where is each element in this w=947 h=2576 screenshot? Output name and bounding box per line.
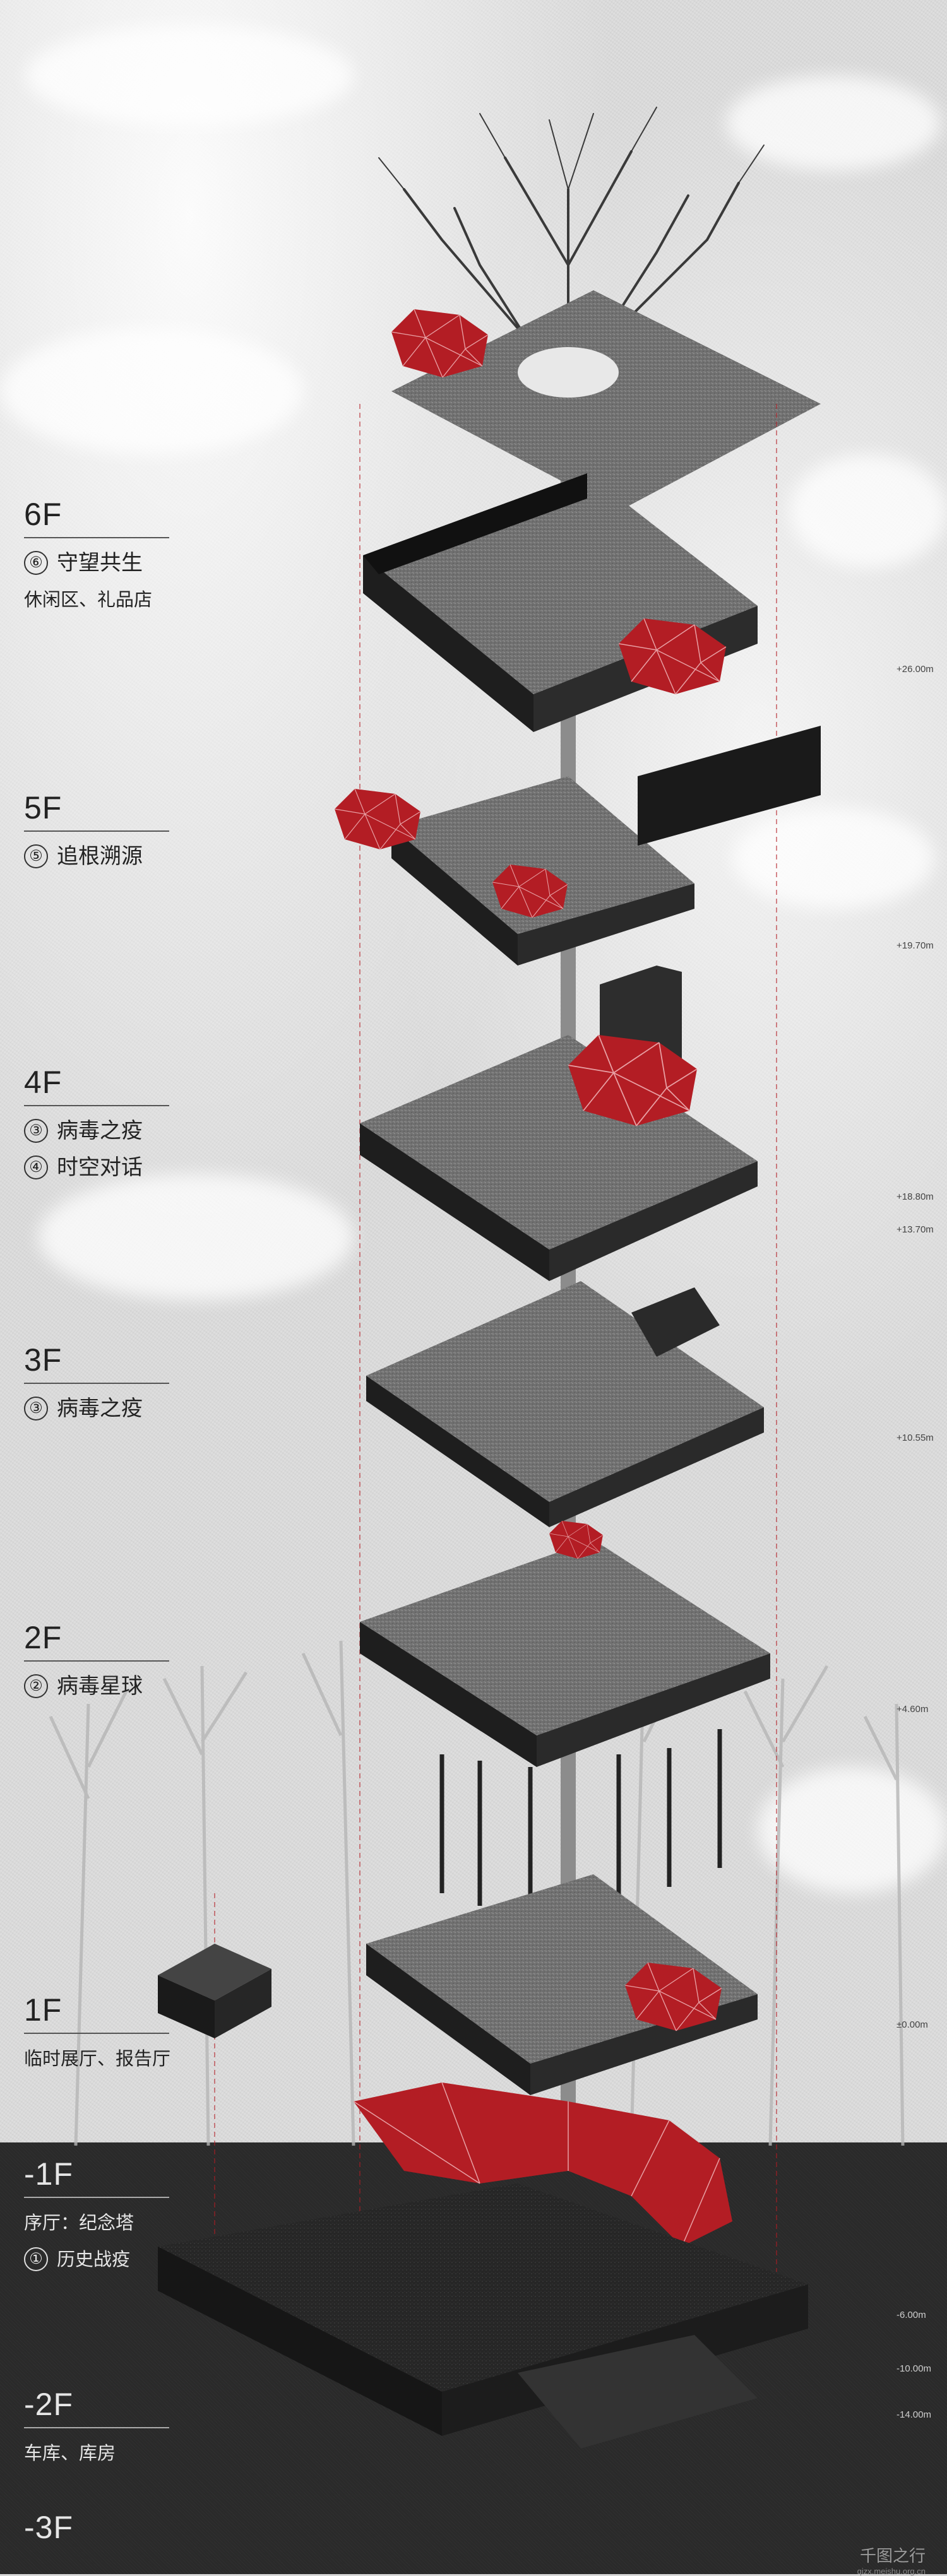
- roof-plate: [391, 290, 821, 511]
- cloud: [758, 1767, 947, 1893]
- floor-line: ③ 病毒之疫: [24, 1113, 169, 1149]
- floor-rule: [24, 1105, 169, 1106]
- floor-label-5F: 5F ⑤ 追根溯源: [24, 789, 169, 875]
- watermark: 千图之行 qizx.meishu.org.cn: [857, 2543, 926, 2576]
- volume-basement: [158, 2082, 808, 2449]
- number-badge: ⑥: [24, 551, 48, 575]
- floor-label-1F: 1F 临时展厅、报告厅: [24, 1991, 170, 2077]
- number-badge: ⑤: [24, 844, 48, 868]
- floor-line: 车库、库房: [24, 2435, 169, 2471]
- elevation-label: +26.00m: [896, 664, 934, 675]
- floor-code: -2F: [24, 2387, 73, 2422]
- floor-code: 3F: [24, 1342, 63, 1378]
- volume-3F: [366, 1281, 764, 1527]
- cloud: [25, 25, 354, 126]
- floor-line: ⑤ 追根溯源: [24, 838, 169, 875]
- elevation-label: +4.60m: [896, 1704, 929, 1715]
- number-badge: ④: [24, 1155, 48, 1179]
- floor-line-text: 病毒星球: [57, 1674, 143, 1699]
- detached-block: [158, 1944, 271, 2038]
- elevation-label: -14.00m: [896, 2409, 932, 2420]
- elevation-label: +10.55m: [896, 1433, 934, 1443]
- floor-label-3F: 3F ③ 病毒之疫: [24, 1341, 169, 1427]
- volume-1F: [366, 1874, 758, 2095]
- elevation-label: -6.00m: [896, 2310, 926, 2320]
- number-badge: ③: [24, 1119, 48, 1143]
- floor-label-4F: 4F ③ 病毒之疫 ④ 时空对话: [24, 1063, 169, 1186]
- floor-rule: [24, 2197, 169, 2198]
- elevation-label: +13.70m: [896, 1224, 934, 1235]
- cloud: [0, 328, 303, 454]
- floor-line-text: 序厅：纪念塔: [24, 2212, 134, 2233]
- floor-line: ④ 时空对话: [24, 1149, 169, 1186]
- floor-label-B3: -3F: [24, 2508, 73, 2546]
- elevation-label: +19.70m: [896, 940, 934, 951]
- floor-line-text: 休闲区、礼品店: [24, 589, 153, 610]
- floor-line-text: 历史战疫: [57, 2248, 131, 2270]
- background-trees: [49, 1640, 905, 2146]
- floor-rule: [24, 1660, 169, 1662]
- number-badge: ①: [24, 2247, 48, 2271]
- floor-code: 2F: [24, 1620, 63, 1655]
- floor-line: 休闲区、礼品店: [24, 581, 169, 618]
- volume-2F: [360, 1520, 770, 1767]
- floor-line: 序厅：纪念塔: [24, 2204, 169, 2241]
- floor-label-B2: -2F 车库、库房: [24, 2385, 169, 2471]
- floor-label-2F: 2F ② 病毒星球: [24, 1619, 169, 1705]
- cloud: [38, 1174, 354, 1300]
- watermark-logo: 千图之行: [859, 2547, 926, 2566]
- floor-code: 5F: [24, 790, 63, 825]
- floor-rule: [24, 537, 169, 538]
- number-badge: ②: [24, 1674, 48, 1698]
- floor-label-6F: 6F ⑥ 守望共生 休闲区、礼品店: [24, 495, 169, 618]
- floor-line: ⑥ 守望共生: [24, 545, 169, 581]
- floor-line: 临时展厅、报告厅: [24, 2040, 170, 2077]
- floor-label-B1: -1F 序厅：纪念塔 ① 历史战疫: [24, 2155, 169, 2278]
- floor-rule: [24, 830, 169, 832]
- cloud: [732, 808, 934, 909]
- watermark-url: qizx.meishu.org.cn: [857, 2567, 926, 2576]
- number-badge: ③: [24, 1397, 48, 1421]
- floor-line-text: 时空对话: [57, 1155, 143, 1180]
- floor-code: 6F: [24, 497, 63, 532]
- floor-rule: [24, 2427, 169, 2428]
- floor-line: ③ 病毒之疫: [24, 1390, 169, 1427]
- cloud: [726, 76, 941, 170]
- floor-rule: [24, 2033, 169, 2034]
- floor-code: -3F: [24, 2510, 73, 2545]
- floor-line: ② 病毒星球: [24, 1668, 169, 1705]
- floor-code: 4F: [24, 1065, 63, 1100]
- floor-rule: [24, 1383, 169, 1384]
- floor-line: ① 历史战疫: [24, 2241, 169, 2278]
- elevation-label: -10.00m: [896, 2363, 932, 2374]
- floor-line-text: 病毒之疫: [57, 1118, 143, 1143]
- floor-line-text: 病毒之疫: [57, 1396, 143, 1421]
- volume-6F: [363, 473, 758, 732]
- elevation-label: ±0.00m: [896, 2019, 928, 2030]
- floor-line-text: 车库、库房: [24, 2442, 116, 2464]
- pilotis: [439, 1729, 722, 1912]
- floor-line-text: 追根溯源: [57, 844, 143, 869]
- volume-5F: [334, 726, 821, 966]
- volume-4F: [360, 966, 758, 1281]
- elevation-label: +18.80m: [896, 1191, 934, 1202]
- floor-line-text: 守望共生: [57, 550, 143, 576]
- floor-code: -1F: [24, 2156, 73, 2192]
- floor-code: 1F: [24, 1992, 63, 2028]
- floor-line-text: 临时展厅、报告厅: [24, 2048, 171, 2069]
- cloud: [789, 454, 947, 568]
